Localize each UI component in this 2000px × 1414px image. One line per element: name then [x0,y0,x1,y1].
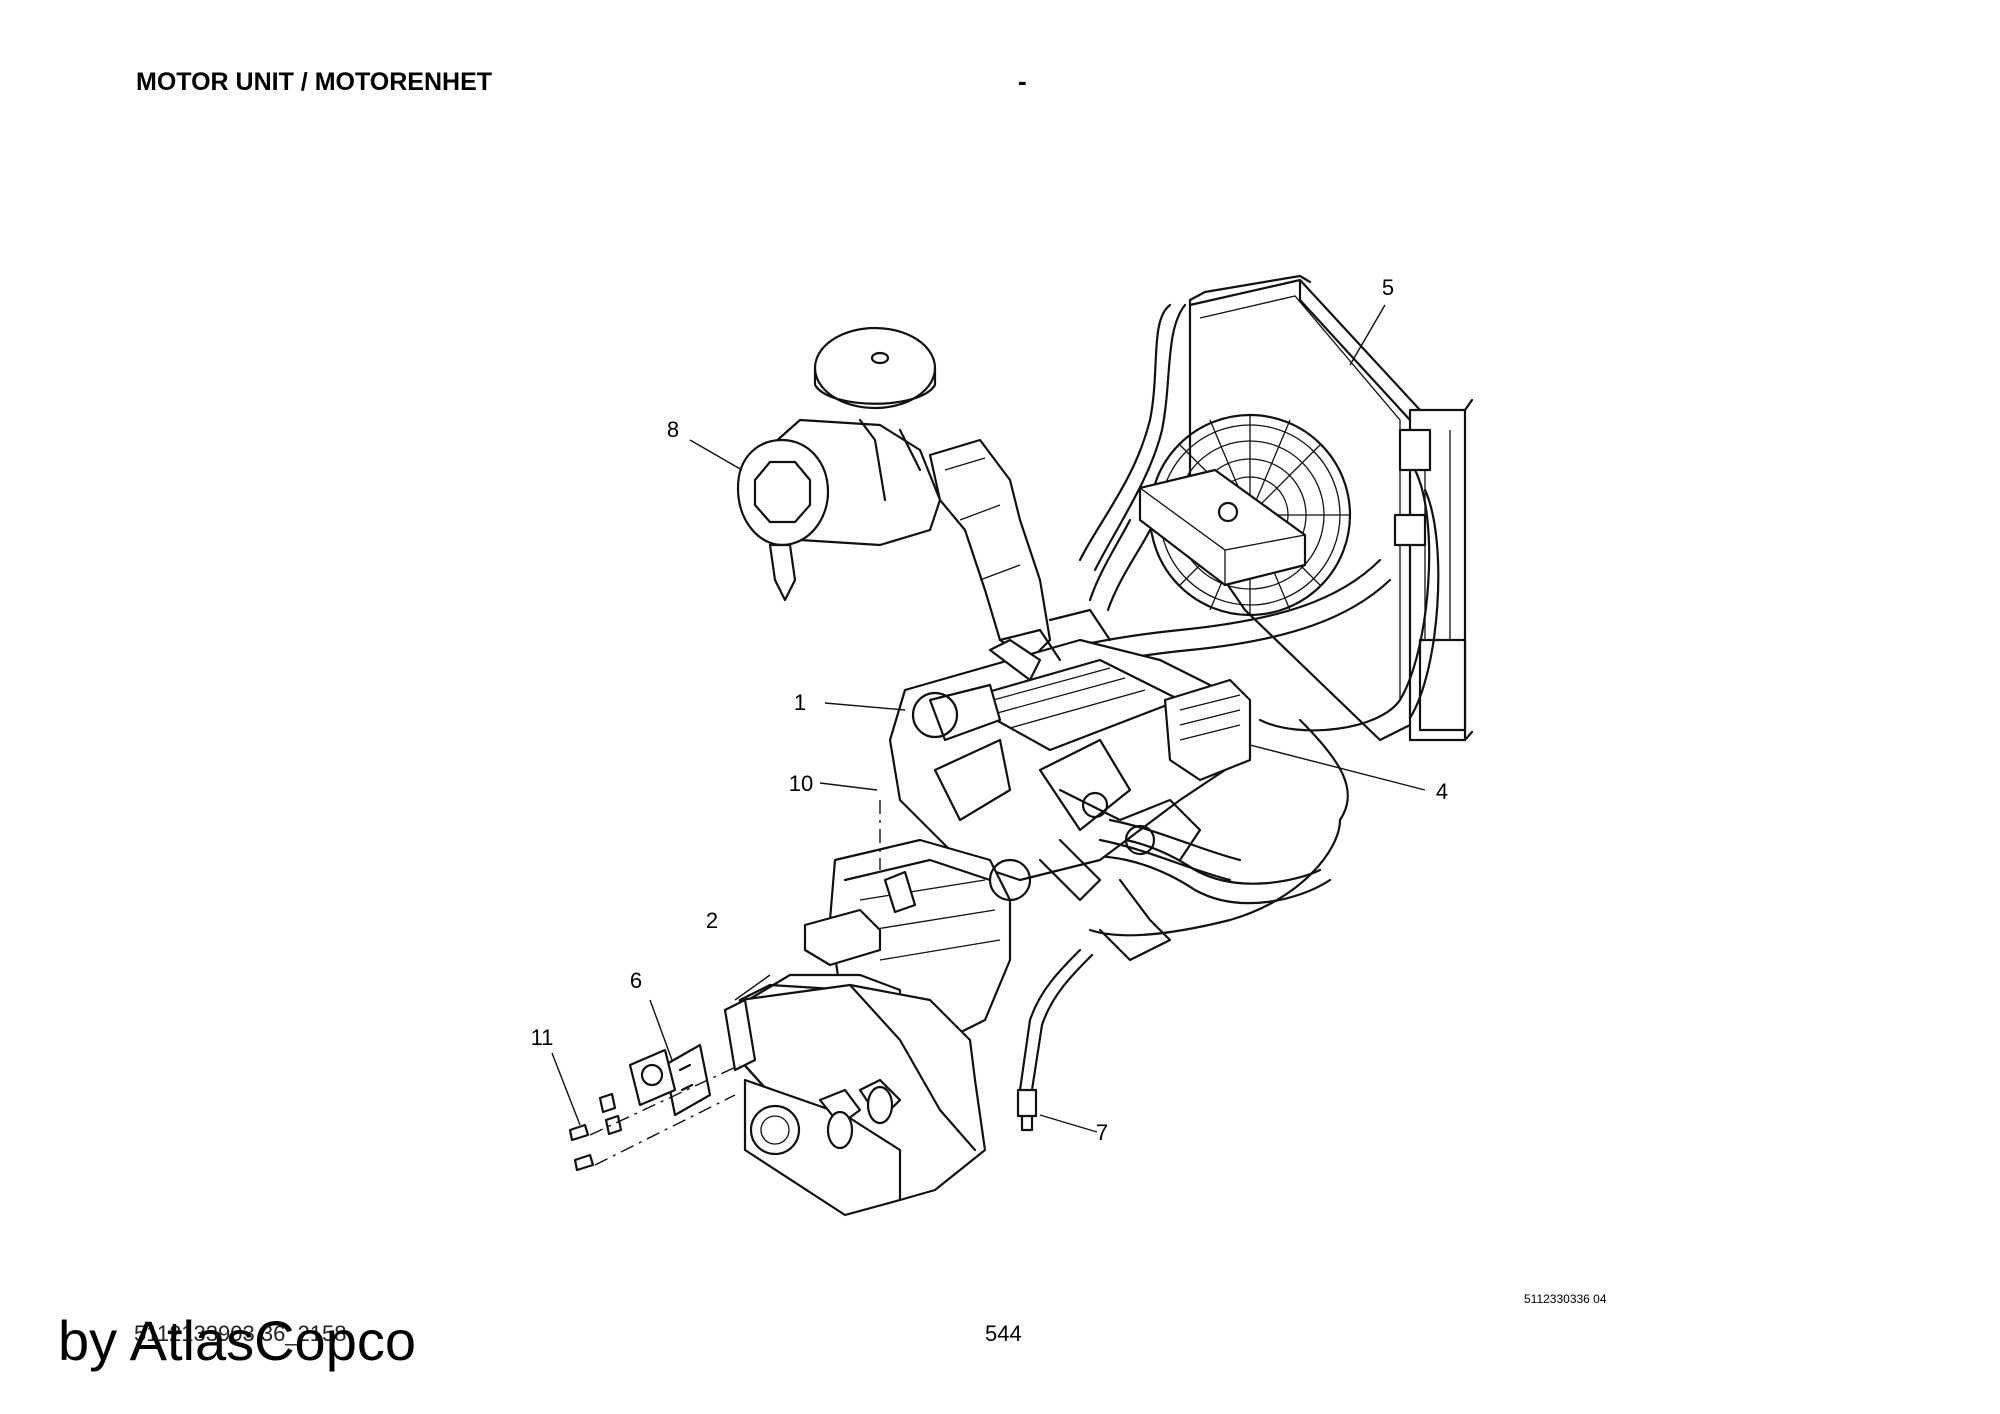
callout-11: 11 [531,1025,554,1050]
engine [888,608,1252,962]
callout-6: 6 [630,968,642,993]
callout-2: 2 [706,908,718,933]
page-title: MOTOR UNIT / MOTORENHET [136,68,493,96]
document-number: 5112133903 36_2158 [134,1321,347,1346]
air-filter [736,326,1052,662]
alignment-lines [589,800,881,1166]
drawing-number: 5112330336 04 [1524,1292,1607,1306]
radiator-assembly [1148,274,1474,742]
mounting-bracket [568,1043,712,1172]
callout-leaders [551,304,1426,1133]
callout-10: 10 [789,771,813,796]
callout-1: 1 [794,690,806,715]
callout-4: 4 [1436,779,1448,804]
pump-block [1138,468,1307,587]
page-dash: - [1018,66,1027,96]
watermark: by AtlasCopco [58,1309,416,1372]
callout-7: 7 [1096,1120,1108,1145]
page-number: 544 [985,1321,1022,1346]
callout-8: 8 [667,417,679,442]
hoses [1016,303,1440,1132]
callout-5: 5 [1382,275,1394,300]
gearbox [723,838,1032,1217]
